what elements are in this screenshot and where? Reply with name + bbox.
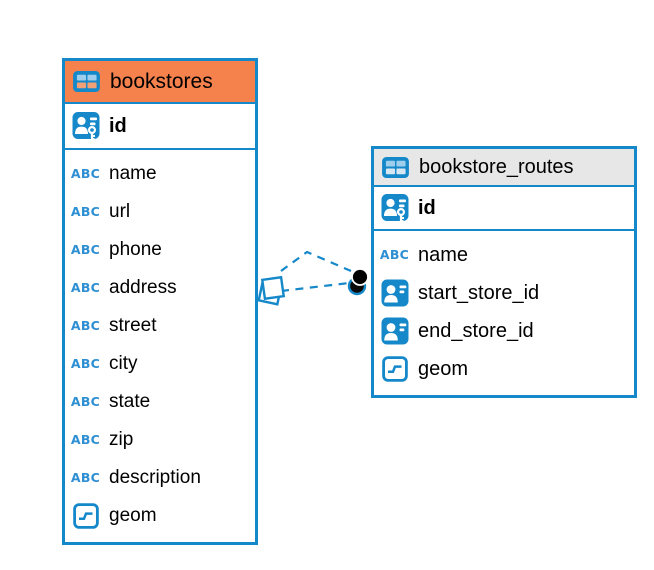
text-type-icon: ABC bbox=[70, 393, 101, 409]
column-row[interactable]: ABC street bbox=[65, 307, 255, 345]
column-row[interactable]: ABC name bbox=[374, 236, 634, 274]
column-name: city bbox=[109, 353, 138, 374]
column-row[interactable]: end_store_id bbox=[374, 312, 634, 350]
column-name: id bbox=[109, 114, 127, 137]
column-row[interactable]: ABC name bbox=[65, 155, 255, 193]
text-type-icon: ABC bbox=[379, 246, 410, 262]
many-end-diamond-marker bbox=[257, 275, 286, 306]
column-row[interactable]: geom bbox=[65, 497, 255, 535]
column-list: ABC name start_store_id end_store_id ge bbox=[374, 231, 634, 395]
table-icon bbox=[72, 70, 101, 93]
table-title: bookstore_routes bbox=[419, 155, 574, 178]
column-row[interactable]: ABC url bbox=[65, 193, 255, 231]
text-type-icon: ABC bbox=[70, 317, 101, 333]
column-row[interactable]: ABC zip bbox=[65, 421, 255, 459]
table-header[interactable]: bookstores bbox=[65, 61, 255, 104]
column-row[interactable]: ABC city bbox=[65, 345, 255, 383]
text-type-icon: ABC bbox=[70, 241, 101, 257]
column-name: geom bbox=[109, 505, 157, 526]
one-end-dot-marker bbox=[347, 268, 369, 296]
column-name: name bbox=[418, 243, 469, 266]
table-title: bookstores bbox=[110, 69, 213, 93]
relationship-line[interactable] bbox=[280, 281, 350, 293]
text-type-icon: ABC bbox=[70, 431, 101, 447]
text-type-icon: ABC bbox=[70, 165, 101, 181]
column-row-primary-key[interactable]: id bbox=[374, 187, 634, 231]
column-row[interactable]: ABC state bbox=[65, 383, 255, 421]
text-type-icon: ABC bbox=[70, 355, 101, 371]
geometry-type-icon bbox=[71, 503, 100, 529]
column-name: url bbox=[109, 201, 131, 222]
table-icon bbox=[381, 156, 410, 179]
column-row[interactable]: geom bbox=[374, 350, 634, 388]
column-name: description bbox=[109, 467, 201, 488]
column-row-primary-key[interactable]: id bbox=[65, 104, 255, 150]
column-name: end_store_id bbox=[418, 319, 534, 342]
relationship-line[interactable] bbox=[280, 250, 352, 273]
table-header[interactable]: bookstore_routes bbox=[374, 149, 634, 187]
column-name: zip bbox=[109, 429, 134, 450]
column-row[interactable]: ABC description bbox=[65, 459, 255, 497]
column-name: geom bbox=[418, 357, 469, 380]
primary-key-icon bbox=[71, 111, 100, 141]
column-list: ABC name ABC url ABC phone ABC address A… bbox=[65, 150, 255, 542]
column-name: name bbox=[109, 163, 157, 184]
column-name: start_store_id bbox=[418, 281, 540, 304]
relationship-connector[interactable] bbox=[245, 228, 385, 318]
column-row[interactable]: start_store_id bbox=[374, 274, 634, 312]
column-name: address bbox=[109, 277, 177, 298]
column-name: state bbox=[109, 391, 151, 412]
column-name: street bbox=[109, 315, 157, 336]
column-name: phone bbox=[109, 239, 162, 260]
entity-table-bookstore-routes[interactable]: bookstore_routes id ABC name start_store… bbox=[371, 146, 637, 398]
text-type-icon: ABC bbox=[70, 203, 101, 219]
geometry-type-icon bbox=[380, 356, 409, 382]
column-name: id bbox=[418, 196, 436, 219]
primary-key-icon bbox=[380, 193, 409, 223]
text-type-icon: ABC bbox=[70, 469, 101, 485]
text-type-icon: ABC bbox=[70, 279, 101, 295]
column-row[interactable]: ABC address bbox=[65, 269, 255, 307]
column-row[interactable]: ABC phone bbox=[65, 231, 255, 269]
entity-table-bookstores[interactable]: bookstores id ABC name ABC url ABC phone… bbox=[62, 58, 258, 545]
foreign-key-icon bbox=[380, 317, 409, 345]
